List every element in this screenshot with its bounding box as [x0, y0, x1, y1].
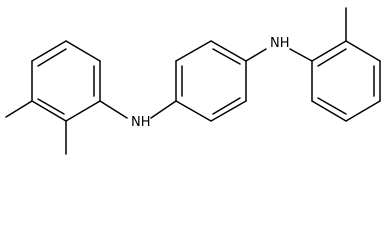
left-ring-bond [65, 100, 101, 122]
right-ring-bond [345, 40, 381, 62]
amine-bond [245, 48, 267, 62]
structure-canvas: NH NH [5, 7, 381, 155]
right-ring-double-bond [317, 48, 347, 67]
right-ring-bond [311, 40, 347, 62]
central-ring-bond [210, 40, 247, 62]
left-ring-bond [31, 100, 67, 122]
bond-lines [5, 7, 381, 155]
left-ring-double-bond [37, 98, 65, 115]
atom-label-nh-right: NH [270, 36, 290, 51]
central-ring-bond [175, 40, 212, 62]
central-ring-bond [210, 100, 247, 122]
amine-bond [289, 48, 313, 62]
central-ring-double-bond [212, 48, 241, 65]
left-ring-bond [31, 40, 67, 62]
right-ring-double-bond [317, 97, 347, 115]
amine-bond [99, 100, 128, 119]
amine-bond [150, 100, 177, 119]
atom-label-nh-left: NH [131, 115, 151, 130]
methyl-bond [5, 100, 33, 118]
right-ring-bond [311, 100, 347, 122]
right-ring-bond [345, 100, 381, 122]
left-ring-double-bond [37, 48, 67, 67]
left-ring-bond [65, 40, 101, 62]
structural-formula: NH NH [5, 7, 381, 155]
central-ring-double-bond [212, 97, 241, 115]
central-ring-bond [175, 100, 212, 122]
